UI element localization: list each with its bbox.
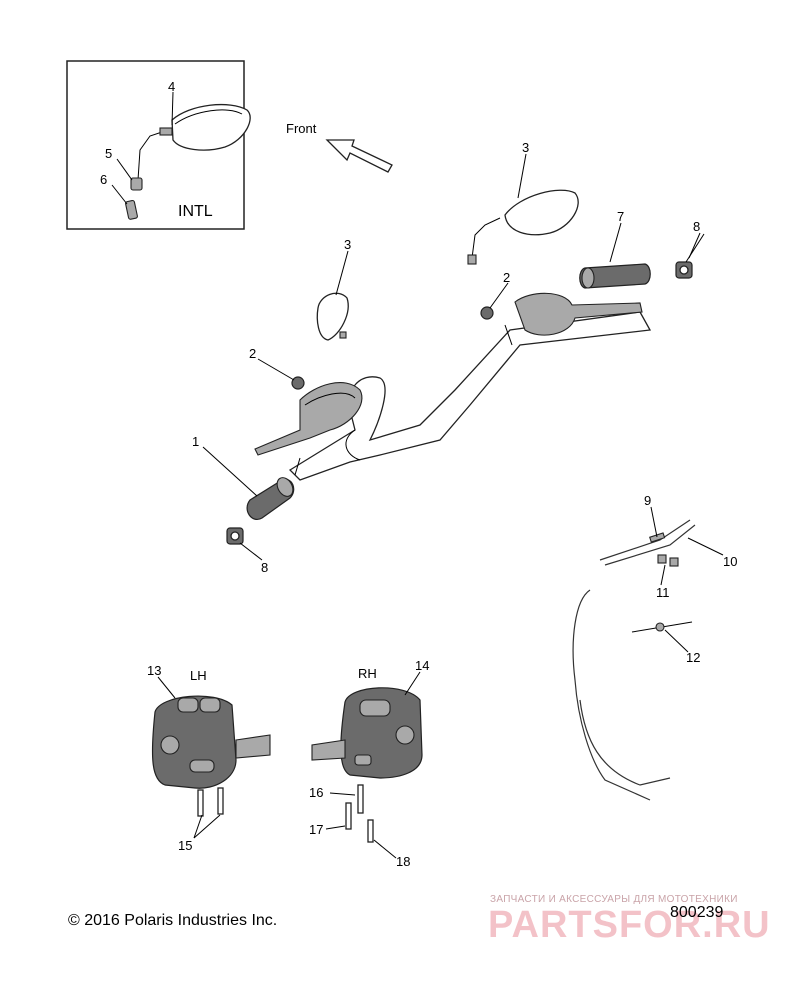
callout-12: 12 <box>686 650 700 665</box>
adapter-5 <box>130 177 143 191</box>
callout-1: 1 <box>192 434 199 449</box>
callout-17: 17 <box>309 822 323 837</box>
leader-lines <box>111 91 724 859</box>
callout-numbers: 1 2 2 3 3 4 5 6 7 8 8 9 10 11 12 13 14 1… <box>100 79 737 869</box>
diagram-id: 800239 <box>670 904 724 921</box>
screws <box>197 784 374 843</box>
watermark-tagline: ЗАПЧАСТИ И АКСЕССУАРЫ ДЛЯ МОТОТЕХНИКИ <box>490 894 738 905</box>
right-grip <box>579 263 651 289</box>
callout-9: 9 <box>644 493 651 508</box>
nut-2-right <box>480 306 494 320</box>
callout-11: 11 <box>656 585 670 600</box>
lh-switch-housing: LH <box>151 668 271 789</box>
mirror-right <box>467 189 579 265</box>
callout-2-left: 2 <box>249 346 256 361</box>
mirror-left <box>316 292 349 341</box>
right-lever-assembly <box>514 292 643 336</box>
callout-2-right: 2 <box>503 270 510 285</box>
watermark-logo: PARTSFOR.RU <box>488 904 771 946</box>
callout-8-right: 8 <box>693 219 700 234</box>
callout-18: 18 <box>396 854 410 869</box>
intl-inset: INTL <box>66 60 251 230</box>
callout-5: 5 <box>105 146 112 161</box>
left-lever-assembly <box>254 382 363 456</box>
left-grip <box>246 477 295 520</box>
callout-4: 4 <box>168 79 175 94</box>
throttle-cables <box>572 519 696 801</box>
rh-switch-housing: RH <box>311 666 423 779</box>
front-label: Front <box>286 121 317 136</box>
inset-label: INTL <box>178 203 213 220</box>
bar-end-right <box>675 261 693 279</box>
callout-6: 6 <box>100 172 107 187</box>
callout-10: 10 <box>723 554 737 569</box>
front-arrow: Front <box>286 121 393 173</box>
callout-14: 14 <box>415 658 429 673</box>
callout-13: 13 <box>147 663 161 678</box>
bar-end-left <box>226 527 244 545</box>
callout-3-right: 3 <box>522 140 529 155</box>
callout-7: 7 <box>617 209 624 224</box>
callout-8-left: 8 <box>261 560 268 575</box>
mirror-intl <box>137 103 251 181</box>
rh-label: RH <box>358 666 377 681</box>
cable-tie <box>631 621 693 633</box>
lh-label: LH <box>190 668 207 683</box>
callout-15: 15 <box>178 838 192 853</box>
nut-6 <box>125 199 138 220</box>
callout-16: 16 <box>309 785 323 800</box>
copyright-text: © 2016 Polaris Industries Inc. <box>68 912 278 929</box>
nut-2-left <box>291 376 305 390</box>
callout-3-left: 3 <box>344 237 351 252</box>
